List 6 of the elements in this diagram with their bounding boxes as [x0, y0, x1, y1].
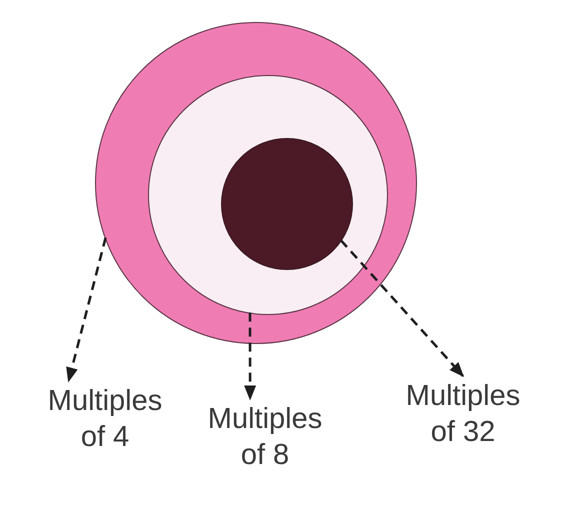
dashed-arrow: [244, 312, 256, 400]
dashed-arrow: [340, 239, 464, 378]
set-label: Multiples of 8: [200, 401, 330, 473]
dashed-arrow: [66, 237, 107, 382]
set-label: Multiples of 32: [398, 378, 528, 450]
set-label: Multiples of 4: [40, 383, 170, 455]
